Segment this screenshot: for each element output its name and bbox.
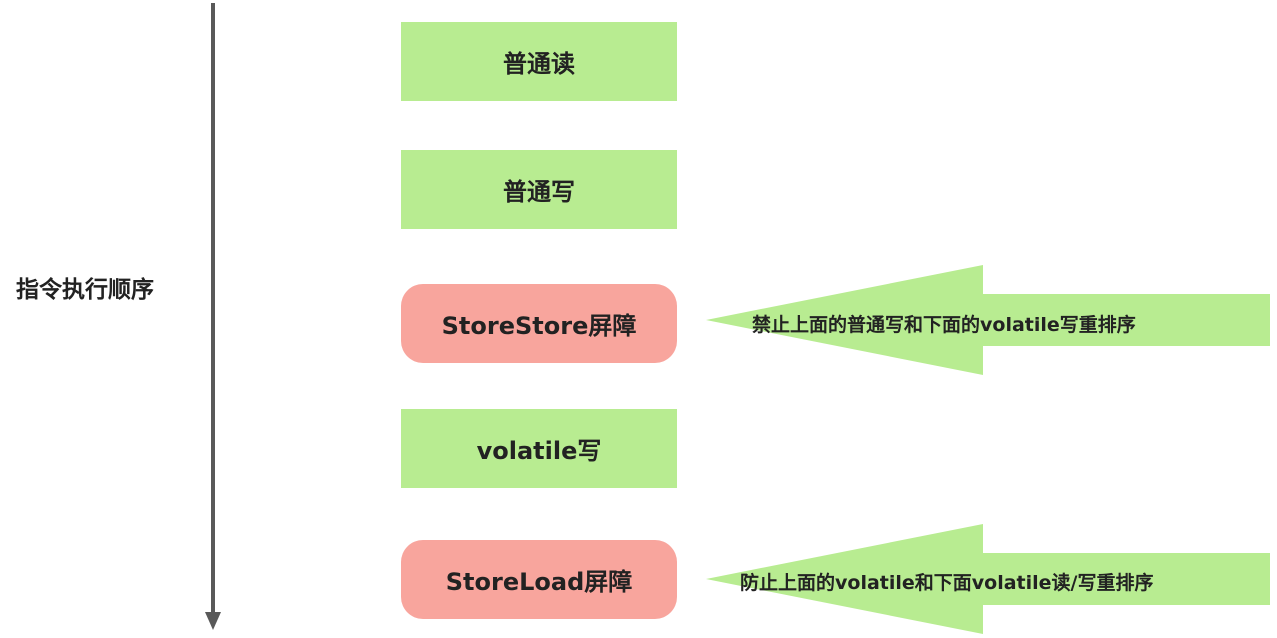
callout-arrow-storeload: [706, 524, 1270, 634]
step-storestore-barrier: StoreStore屏障: [401, 284, 677, 363]
step-normal-write: 普通写: [401, 150, 677, 229]
callout-text-storeload: 防止上面的volatile和下面volatile读/写重排序: [740, 572, 1154, 594]
step-storeload-barrier: StoreLoad屏障: [401, 540, 677, 619]
execution-order-arrow: [205, 3, 221, 630]
callout-text-storestore: 禁止上面的普通写和下面的volatile写重排序: [752, 314, 1136, 336]
callout-arrow-storestore: [706, 265, 1270, 375]
step-volatile-write: volatile写: [401, 409, 677, 488]
axis-label: 指令执行顺序: [16, 277, 154, 303]
step-normal-read: 普通读: [401, 22, 677, 101]
